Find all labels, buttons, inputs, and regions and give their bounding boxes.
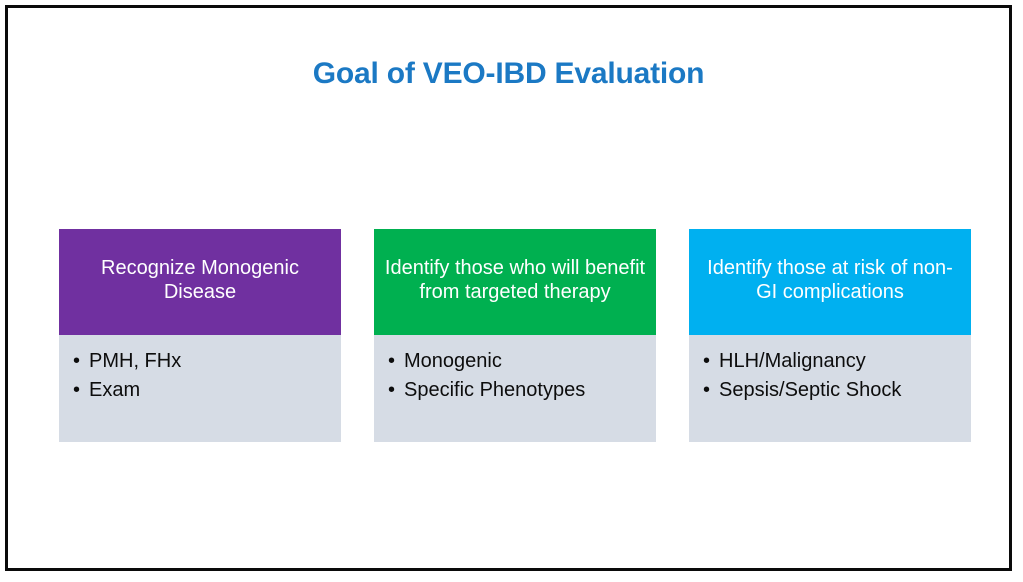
list-item-label: PMH, FHx [89, 350, 182, 372]
list-item-label: Monogenic [404, 350, 502, 372]
bullet-dot-icon: • [73, 379, 81, 402]
goal-card-body-monogenic: • PMH, FHx • Exam [59, 335, 341, 442]
bullet-dot-icon: • [388, 379, 396, 402]
goal-card-non-gi-complications: Identify those at risk of non-GI complic… [689, 229, 971, 442]
slide-canvas: Goal of VEO-IBD Evaluation Recognize Mon… [8, 8, 1009, 568]
goal-card-body-targeted-therapy: • Monogenic • Specific Phenotypes [374, 335, 656, 442]
list-item-label: Specific Phenotypes [404, 379, 586, 402]
list-item: • Sepsis/Septic Shock [703, 376, 965, 404]
bullet-list: • PMH, FHx • Exam [73, 347, 335, 405]
list-item-label: HLH/Malignancy [719, 350, 866, 372]
list-item-label: Exam [89, 379, 141, 402]
page-title: Goal of VEO-IBD Evaluation [312, 57, 705, 90]
bullet-dot-icon: • [388, 350, 396, 372]
list-item: • PMH, FHx [73, 347, 335, 375]
list-item: • Exam [73, 376, 335, 404]
goal-card-header-targeted-therapy: Identify those who will benefit from tar… [374, 229, 656, 335]
bullet-dot-icon: • [703, 350, 711, 372]
bullet-list: • Monogenic • Specific Phenotypes [388, 347, 650, 405]
bullet-dot-icon: • [73, 350, 81, 372]
goal-card-monogenic: Recognize Monogenic Disease • PMH, FHx •… [59, 229, 341, 442]
list-item-label: Sepsis/Septic Shock [719, 379, 902, 402]
bullet-list: • HLH/Malignancy • Sepsis/Septic Shock [703, 347, 965, 405]
bullet-dot-icon: • [703, 379, 711, 402]
goal-card-header-non-gi-complications: Identify those at risk of non-GI complic… [689, 229, 971, 335]
list-item: • Monogenic [388, 347, 650, 375]
goal-card-targeted-therapy: Identify those who will benefit from tar… [374, 229, 656, 442]
list-item: • Specific Phenotypes [388, 376, 650, 404]
goal-card-body-non-gi-complications: • HLH/Malignancy • Sepsis/Septic Shock [689, 335, 971, 442]
goal-card-header-monogenic: Recognize Monogenic Disease [59, 229, 341, 335]
slide-frame: Goal of VEO-IBD Evaluation Recognize Mon… [5, 5, 1012, 571]
list-item: • HLH/Malignancy [703, 347, 965, 375]
goal-cards-row: Recognize Monogenic Disease • PMH, FHx •… [59, 229, 971, 442]
